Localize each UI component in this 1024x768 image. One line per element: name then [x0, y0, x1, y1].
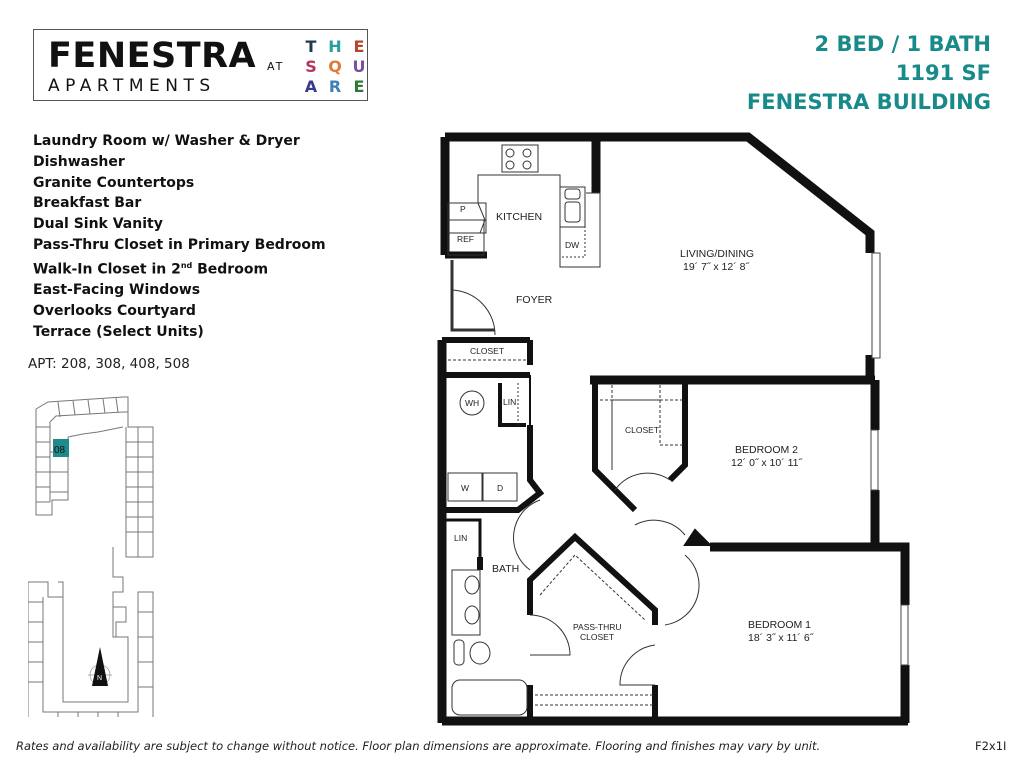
apartment-numbers: APT: 208, 308, 408, 508: [28, 356, 190, 372]
disclaimer: Rates and availability are subject to ch…: [16, 739, 821, 753]
square-logo-letter: E: [353, 37, 365, 56]
water-heater-label: WH: [465, 398, 479, 408]
square-logo-letter: T: [305, 37, 317, 56]
washer-label: W: [461, 483, 469, 493]
unit-type: 2 BED / 1 BATH: [814, 32, 991, 56]
unit-summary: 2 BED / 1 BATH 1191 SF FENESTRA BUILDING: [747, 30, 991, 117]
room-foyer: FOYER: [516, 294, 553, 306]
feature-text: Bedroom: [192, 261, 269, 278]
stove-icon: [501, 144, 539, 173]
room-bedroom2: BEDROOM 2: [735, 444, 798, 456]
window-bedroom2: [870, 429, 879, 491]
dryer-icon: [482, 472, 518, 502]
linen-label-bath: LIN: [454, 533, 467, 543]
room-pass-thru-closet: PASS-THRU: [573, 622, 622, 632]
feature-item: Pass-Thru Closet in Primary Bedroom: [33, 236, 326, 253]
bedroom2-dimensions: 12´ 0˝ x 10´ 11˝: [731, 457, 804, 469]
room-bedroom1: BEDROOM 1: [748, 619, 811, 631]
square-logo-letter: U: [352, 57, 366, 76]
room-pass-thru-closet-2: CLOSET: [580, 632, 614, 642]
square-logo-letter: Q: [328, 57, 342, 76]
refrigerator: [447, 219, 485, 256]
feature-item: Terrace (Select Units): [33, 323, 204, 340]
highlighted-unit-label: 08: [54, 445, 66, 456]
ordinal-suffix: nd: [180, 260, 193, 270]
feature-item: Dishwasher: [33, 153, 125, 170]
floor-plan: KITCHEN FOYER LIVING/DINING 19´ 7˝ x 12´…: [437, 132, 910, 726]
square-logo-letter: E: [353, 77, 365, 96]
room-bedroom2-closet: CLOSET: [625, 425, 659, 435]
feature-item: Dual Sink Vanity: [33, 216, 163, 233]
toilet-tank: [453, 639, 465, 666]
bathtub-icon: [451, 679, 528, 716]
room-bath: BATH: [492, 563, 519, 575]
logo-name: FENESTRA: [48, 36, 257, 76]
logo-at: AT: [267, 60, 285, 73]
bedroom1-dimensions: 18´ 3˝ x 11´ 6˝: [748, 632, 815, 644]
square-logo-letter: H: [328, 37, 342, 56]
room-kitchen: KITCHEN: [496, 211, 542, 223]
vanity-icon: [451, 569, 481, 636]
feature-item: Overlooks Courtyard: [33, 303, 196, 320]
feature-text: Walk-In Closet in 2: [33, 261, 181, 278]
toilet-icon: [469, 641, 491, 665]
room-foyer-closet: CLOSET: [470, 346, 504, 356]
water-heater-icon: [459, 390, 485, 416]
plan-code: F2x1I: [975, 739, 1007, 753]
dishwasher-label: DW: [565, 240, 579, 250]
site-plan: 08 N: [28, 396, 154, 717]
feature-item: Breakfast Bar: [33, 195, 142, 212]
north-label: N: [97, 675, 102, 682]
square-logo-letter: R: [328, 77, 342, 96]
logo-subtitle: APARTMENTS: [48, 76, 216, 96]
square-footage: 1191 SF: [895, 61, 991, 85]
feature-item: Walk-In Closet in 2nd Bedroom: [33, 256, 326, 280]
room-living-dining: LIVING/DINING: [680, 248, 754, 260]
north-arrow-icon: N: [88, 647, 112, 686]
pantry: [447, 202, 487, 234]
dryer-label: D: [497, 483, 503, 493]
features-list: Laundry Room w/ Washer & Dryer Dishwashe…: [33, 131, 326, 343]
feature-item: East-Facing Windows: [33, 282, 201, 299]
feature-item: Laundry Room w/ Washer & Dryer: [33, 133, 300, 149]
fridge-label: REF: [457, 234, 474, 244]
square-logo-letter: A: [304, 77, 318, 96]
washer-icon: [447, 472, 483, 502]
building-name: FENESTRA BUILDING: [746, 90, 991, 114]
sink-icon: [559, 186, 586, 228]
linen-label: LIN: [503, 397, 516, 407]
living-dimensions: 19´ 7˝ x 12´ 8˝: [683, 261, 750, 273]
pantry-label: P: [460, 204, 466, 214]
square-logo-letter: S: [305, 57, 317, 76]
feature-item: Granite Countertops: [33, 174, 195, 191]
highlighted-unit: [53, 439, 69, 457]
window-living: [871, 252, 881, 359]
window-bedroom1: [900, 604, 909, 666]
